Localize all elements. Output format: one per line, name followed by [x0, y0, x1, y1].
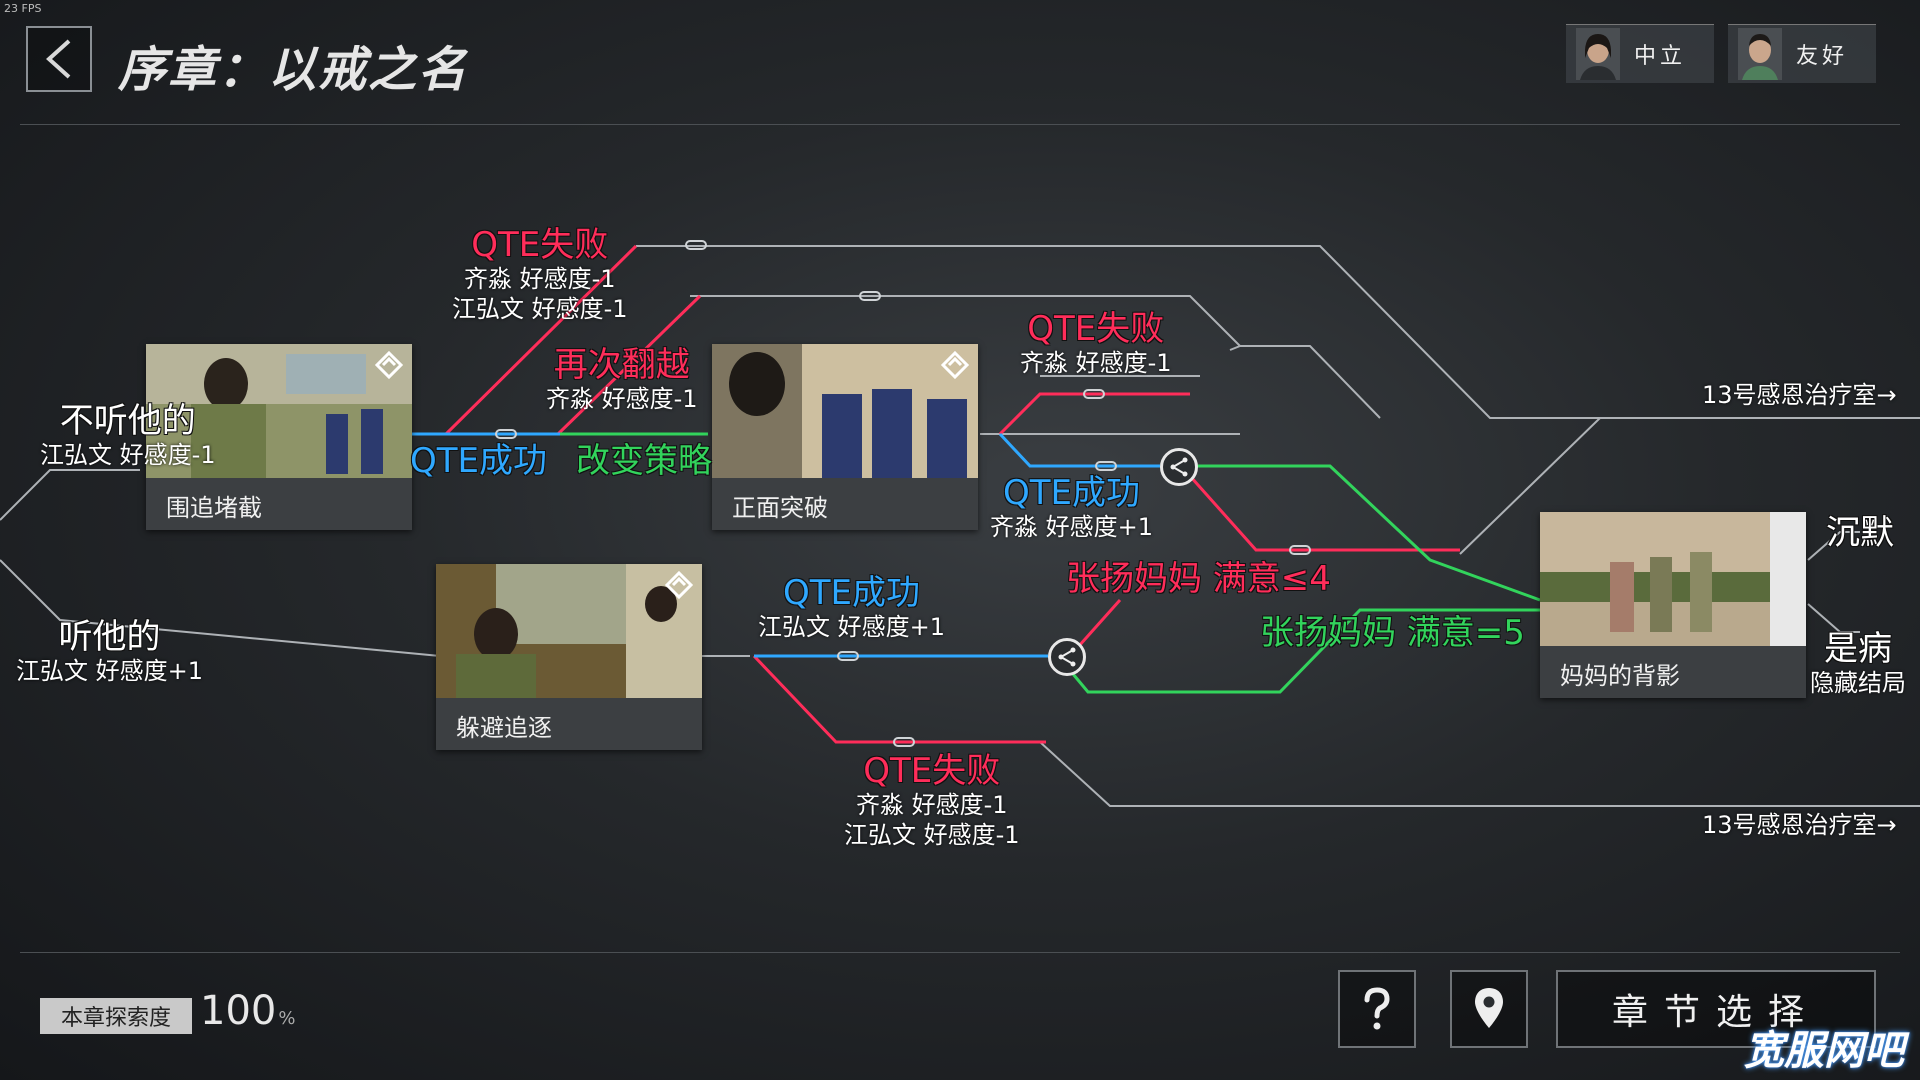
outcome-title: QTE成功 [1003, 473, 1141, 513]
outcome-label: QTE失败 齐淼 好感度-1 江弘文 好感度-1 [844, 752, 1020, 850]
chevron-left-icon [46, 39, 71, 79]
outcome-title: 改变策略 [576, 441, 712, 481]
node-title: 躲避追逐 [456, 714, 552, 742]
outcome-title: QTE成功 [783, 573, 921, 613]
outcome-effect: 齐淼 好感度+1 [990, 513, 1154, 541]
collected-badge-icon [374, 350, 404, 380]
outcome-title: 再次翻越 [553, 345, 690, 385]
branch-split-icon [1058, 647, 1076, 667]
ending-subtitle: 隐藏结局 [1810, 669, 1906, 697]
outcome-title: QTE成功 [410, 441, 548, 481]
outcome-effect: 齐淼 好感度-1 [856, 791, 1008, 819]
node-title: 正面突破 [732, 494, 828, 522]
scene-thumbnail [1540, 512, 1806, 646]
outcome-title: 张扬妈妈 满意≤4 [1066, 559, 1331, 599]
outcome-title: QTE失败 [1027, 309, 1165, 349]
fps-counter: 23 FPS [4, 2, 42, 15]
strategy-paths [560, 432, 1541, 694]
outcome-effect: 齐淼 好感度-1 [464, 265, 616, 293]
ending-title: 是病 [1824, 629, 1892, 669]
scene-thumbnail [436, 564, 702, 698]
male-portrait-icon [1738, 28, 1782, 80]
chapter-title: 序章：以戒之名 [118, 42, 469, 98]
branch-icon[interactable] [1048, 638, 1086, 676]
node-title: 妈妈的背影 [1560, 662, 1680, 690]
outcome-label: 再次翻越 齐淼 好感度-1 [546, 346, 698, 414]
outcome-label: QTE失败 齐淼 好感度-1 [1020, 310, 1172, 378]
story-node[interactable]: 正面突破 [712, 344, 978, 530]
character-card-friendly[interactable]: 友好 [1728, 24, 1876, 83]
outcome-label: QTE失败 齐淼 好感度-1 江弘文 好感度-1 [452, 226, 628, 324]
chapter-select-button[interactable]: 章节选择 [1556, 970, 1876, 1048]
back-button[interactable] [26, 26, 92, 92]
character-relation-label: 友好 [1796, 44, 1849, 69]
outcome-effect: 齐淼 好感度-1 [546, 385, 698, 413]
outcome-title: 张扬妈妈 满意=5 [1260, 613, 1525, 653]
collected-badge-icon [664, 570, 694, 600]
choice-refuse: 不听他的 江弘文 好感度-1 [40, 402, 216, 470]
female-portrait-icon [1576, 28, 1620, 80]
story-node[interactable]: 躲避追逐 [436, 564, 702, 750]
outcome-label: QTE成功 齐淼 好感度+1 [990, 474, 1153, 542]
exploration-value: 100% [200, 988, 295, 1034]
scene-thumbnail [146, 344, 412, 478]
choice-obey: 听他的 江弘文 好感度+1 [16, 618, 203, 686]
choice-title: 听他的 [58, 617, 161, 657]
branch-icon[interactable] [1160, 448, 1198, 486]
outcome-effect: 江弘文 好感度+1 [758, 613, 946, 641]
story-node[interactable]: 妈妈的背影 [1540, 512, 1806, 698]
scene-thumbnail [712, 344, 978, 478]
fail-paths [444, 244, 1460, 744]
choice-effect: 江弘文 好感度-1 [40, 441, 216, 469]
location-pin-icon [1475, 988, 1503, 1028]
footer-divider [20, 952, 1900, 953]
outcome-effect: 江弘文 好感度-1 [844, 821, 1020, 849]
choice-effect: 江弘文 好感度+1 [16, 657, 204, 685]
watermark-logo: 宽服网吧 [1744, 1028, 1904, 1074]
story-node[interactable]: 围追堵截 [146, 344, 412, 530]
exploration-unit: % [278, 1008, 296, 1029]
exit-label[interactable]: 13号感恩治疗室→ [1702, 381, 1897, 409]
exploration-percent: 100 [200, 988, 277, 1034]
choice-title: 不听他的 [59, 401, 196, 441]
outcome-effect: 齐淼 好感度-1 [1020, 349, 1172, 377]
exploration-label: 本章探索度 [40, 998, 192, 1034]
node-title: 围追堵截 [166, 494, 262, 522]
outcome-title: QTE失败 [471, 225, 609, 265]
outcome-effect: 江弘文 好感度-1 [452, 295, 628, 323]
collected-badge-icon [940, 350, 970, 380]
ending-label: 是病 隐藏结局 [1810, 630, 1906, 698]
character-card-neutral[interactable]: 中立 [1566, 24, 1714, 83]
exit-label[interactable]: 13号感恩治疗室→ [1702, 811, 1897, 839]
neutral-paths [0, 245, 1920, 807]
character-relation-label: 中立 [1634, 44, 1687, 69]
header-divider [20, 124, 1900, 125]
outcome-title: QTE失败 [863, 751, 1001, 791]
help-button[interactable] [1338, 970, 1416, 1048]
question-icon [1364, 987, 1390, 1030]
outcome-label: QTE成功 江弘文 好感度+1 [758, 574, 945, 642]
location-button[interactable] [1450, 970, 1528, 1048]
branch-split-icon [1170, 457, 1188, 477]
ending-title: 沉默 [1826, 513, 1894, 553]
